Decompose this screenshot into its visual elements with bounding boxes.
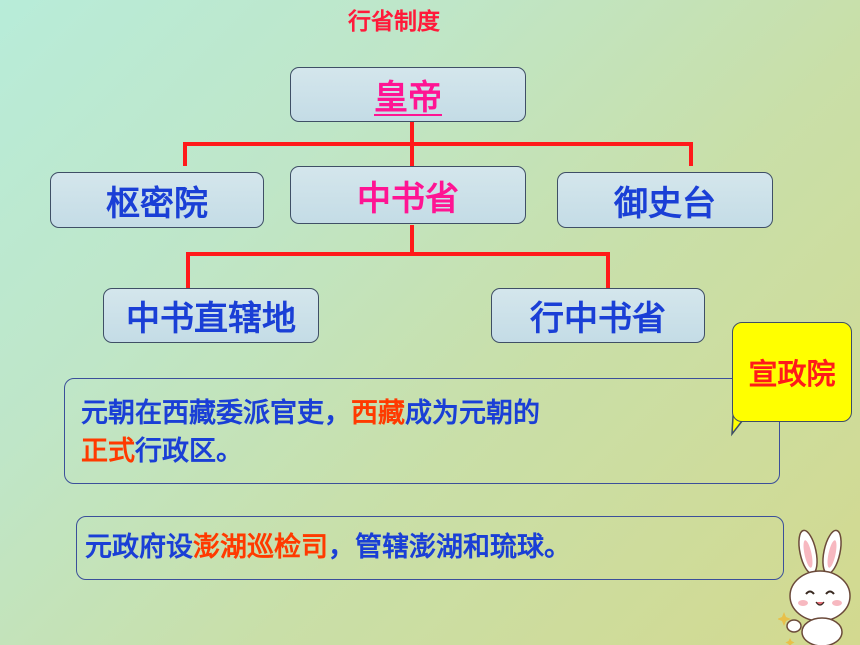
connector-top-horizontal <box>183 142 693 146</box>
node-privy-council-label: 枢密院 <box>106 183 208 224</box>
node-secretariat-label: 中书省 <box>357 178 459 219</box>
bunny-mascot-icon <box>778 529 851 645</box>
node-secretariat: 中书省 <box>290 166 526 224</box>
diagram-caption: 行省制度 <box>348 9 440 35</box>
connector-right-drop <box>689 142 693 166</box>
connector-lower-horizontal <box>186 252 610 256</box>
penghu-note-part1: 元政府设 <box>85 532 193 563</box>
tibet-note-part5: 行政区。 <box>135 436 243 467</box>
node-privy-council: 枢密院 <box>50 172 264 228</box>
penghu-note-part3: ，管辖澎湖和琉球。 <box>328 532 571 563</box>
connector-secretariat-down <box>410 225 414 255</box>
connector-emperor-down <box>410 122 414 144</box>
node-branch-secretariat-label: 行中书省 <box>530 299 666 339</box>
tibet-note-part2: 西藏 <box>351 398 405 429</box>
tibet-note-part1: 元朝在西藏委派官吏， <box>81 398 351 429</box>
connector-lower-right-drop <box>606 252 610 288</box>
connector-center-drop <box>410 142 414 166</box>
penghu-note-box: 元政府设澎湖巡检司，管辖澎湖和琉球。 <box>76 516 784 580</box>
node-capital-region: 中书直辖地 <box>103 288 319 343</box>
xuanzheng-callout-label: 宣政院 <box>748 357 836 391</box>
node-emperor: 皇帝 <box>290 67 526 122</box>
node-censorate: 御史台 <box>557 172 773 228</box>
penghu-note-part2: 澎湖巡检司 <box>193 532 328 563</box>
node-censorate-label: 御史台 <box>614 183 716 224</box>
connector-left-drop <box>183 142 187 166</box>
xuanzheng-callout: 宣政院 <box>732 322 852 422</box>
node-capital-region-label: 中书直辖地 <box>126 299 296 339</box>
tibet-note-part4: 正式 <box>81 436 135 467</box>
node-emperor-label: 皇帝 <box>374 78 442 118</box>
tibet-note-box: 元朝在西藏委派官吏，西藏成为元朝的正式行政区。 <box>64 378 780 484</box>
connector-lower-left-drop <box>186 252 190 288</box>
node-branch-secretariat: 行中书省 <box>491 288 705 343</box>
tibet-note-part3: 成为元朝的 <box>405 398 540 429</box>
